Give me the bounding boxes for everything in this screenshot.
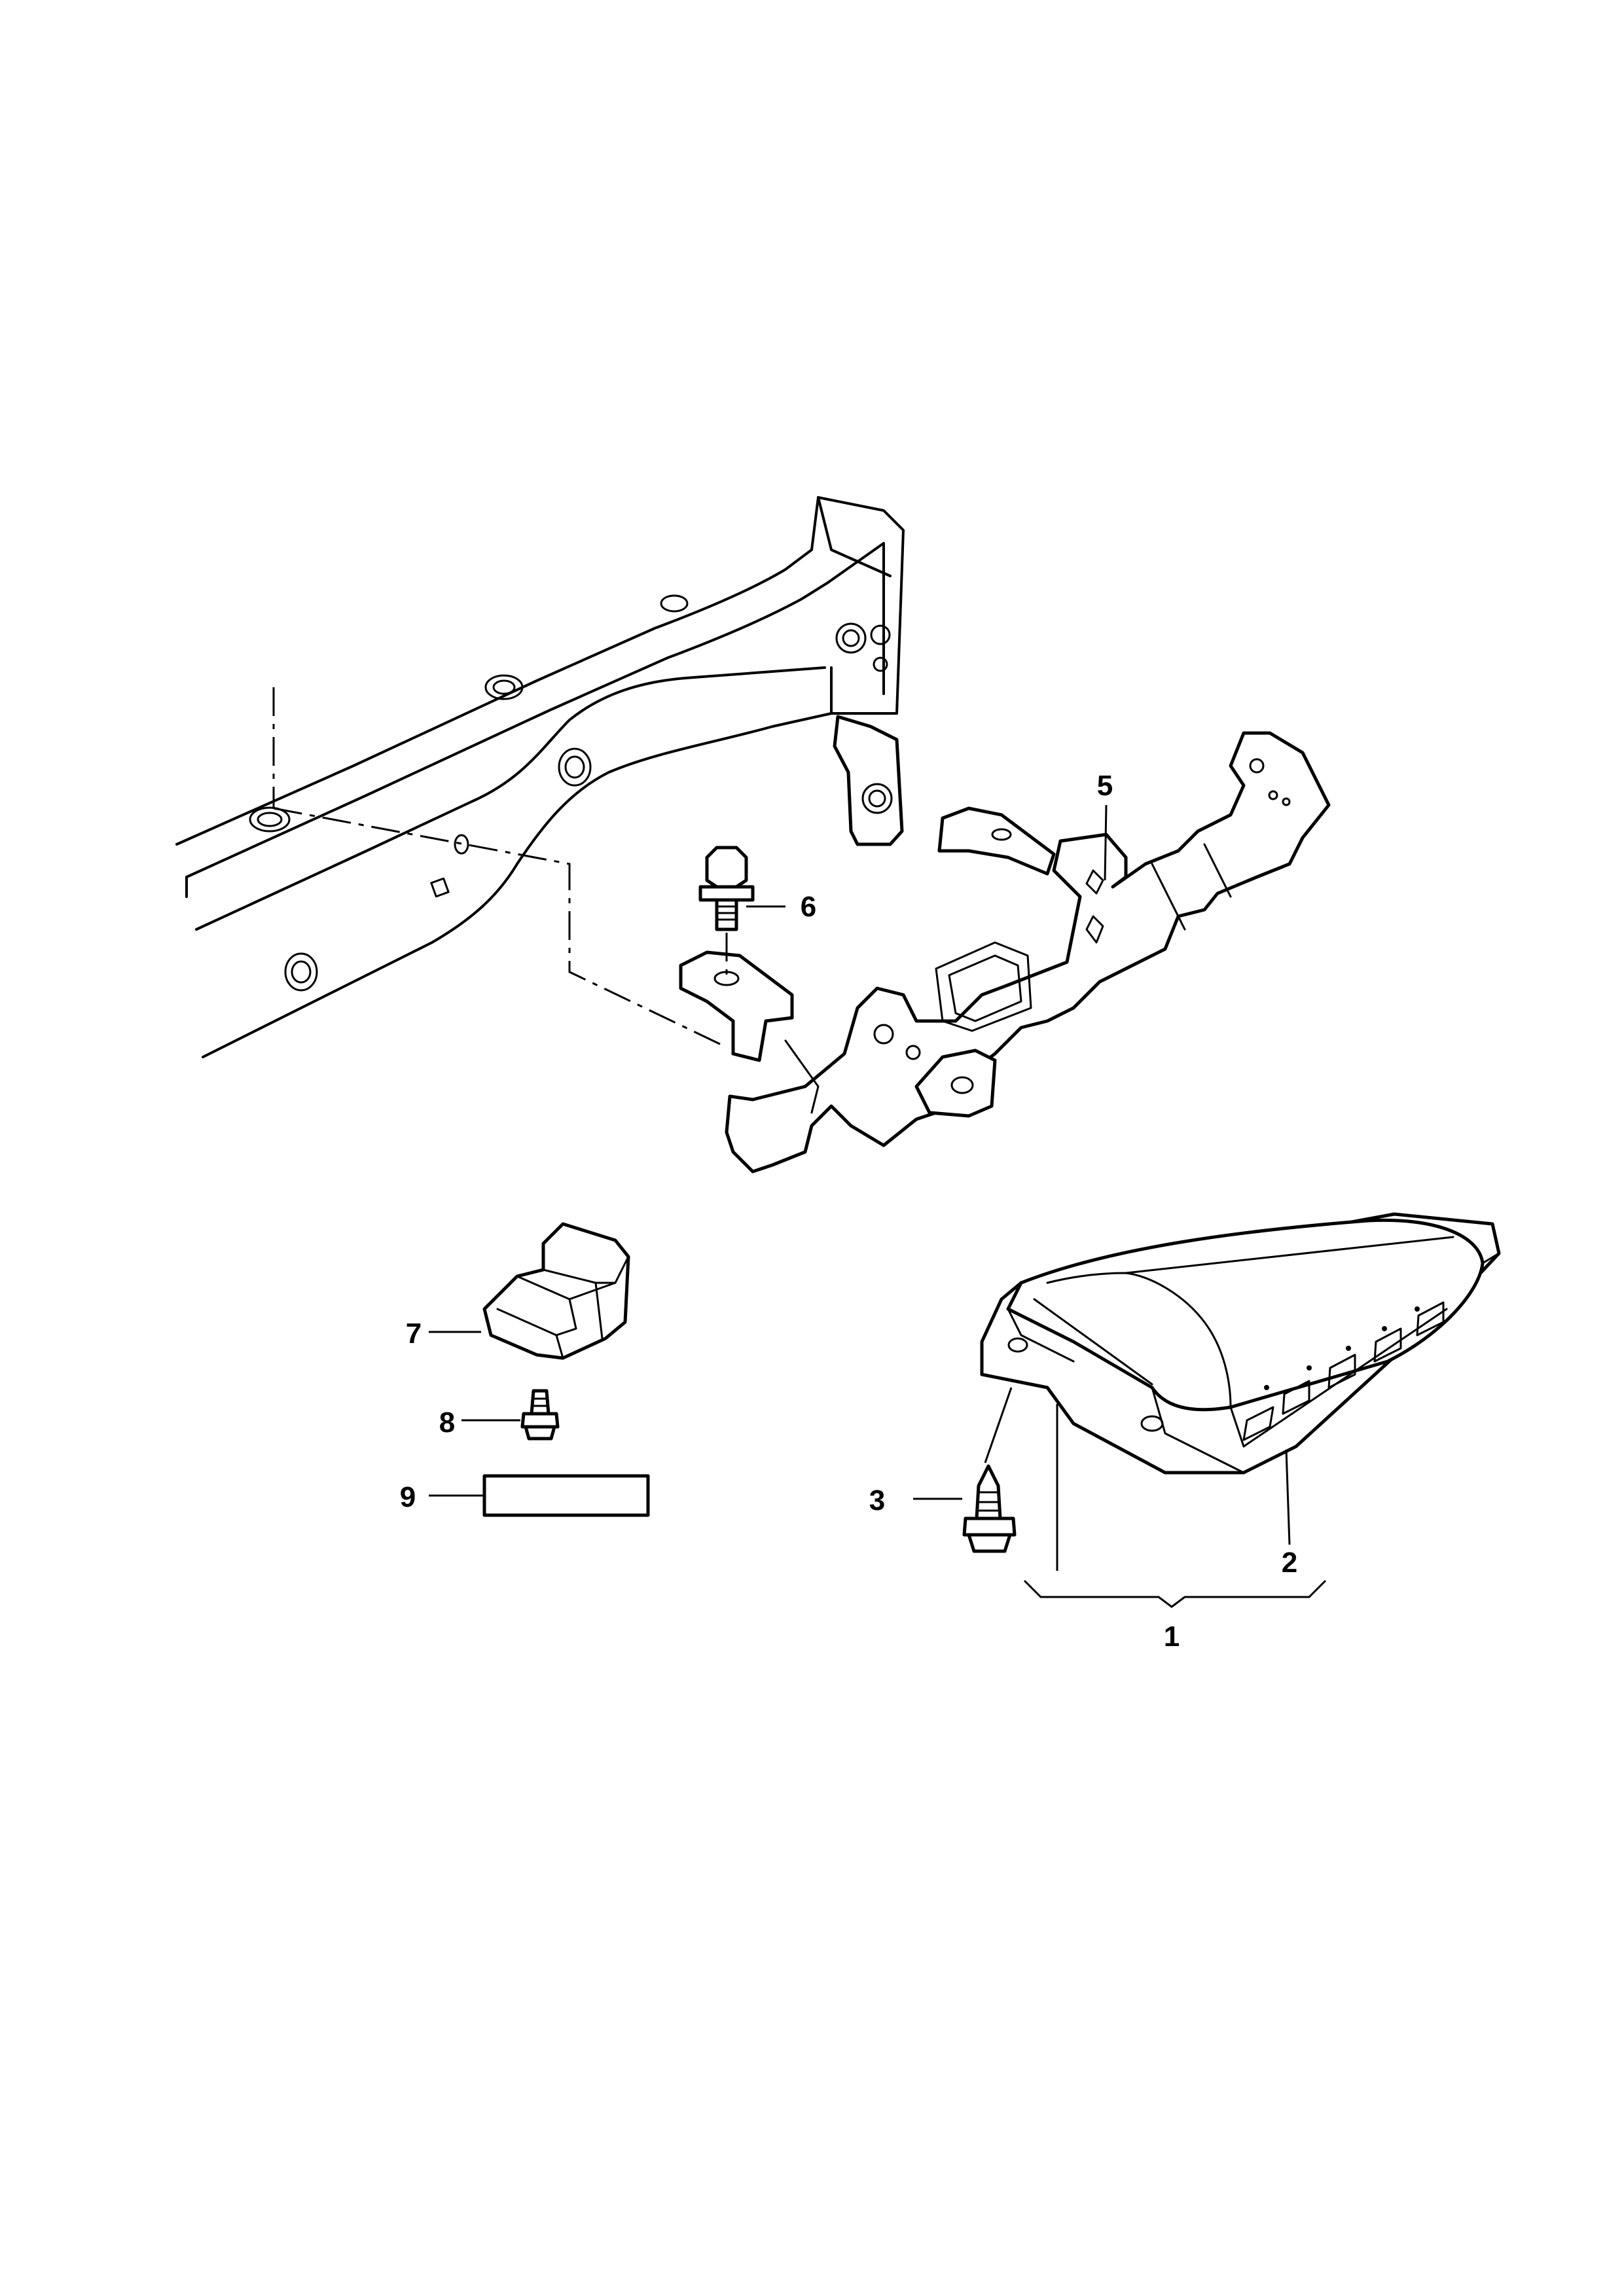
callouts: 5 6 7 8 9 3 2 1 (400, 770, 1297, 1653)
label-strip-part-9 (482, 1474, 650, 1517)
bolt-part-6 (698, 846, 755, 975)
leader-lines (429, 804, 1327, 1608)
callout-6: 6 (801, 891, 816, 923)
callout-7: 7 (406, 1318, 422, 1350)
callout-8: 8 (439, 1407, 455, 1439)
airbag-module-part-2 (980, 1212, 1501, 1475)
screw-part-8 (520, 1389, 560, 1441)
callout-5: 5 (1097, 770, 1113, 802)
callout-1: 1 (1164, 1621, 1180, 1653)
airbag-bracket (679, 731, 1331, 1174)
callout-9: 9 (400, 1481, 416, 1513)
alignment-line (272, 687, 727, 1049)
fastener-part-3 (962, 1464, 1017, 1553)
spacer-block-part-7 (482, 1222, 630, 1360)
callout-2: 2 (1282, 1547, 1297, 1579)
callout-3: 3 (869, 1484, 885, 1516)
cross-car-beam (175, 496, 905, 1058)
